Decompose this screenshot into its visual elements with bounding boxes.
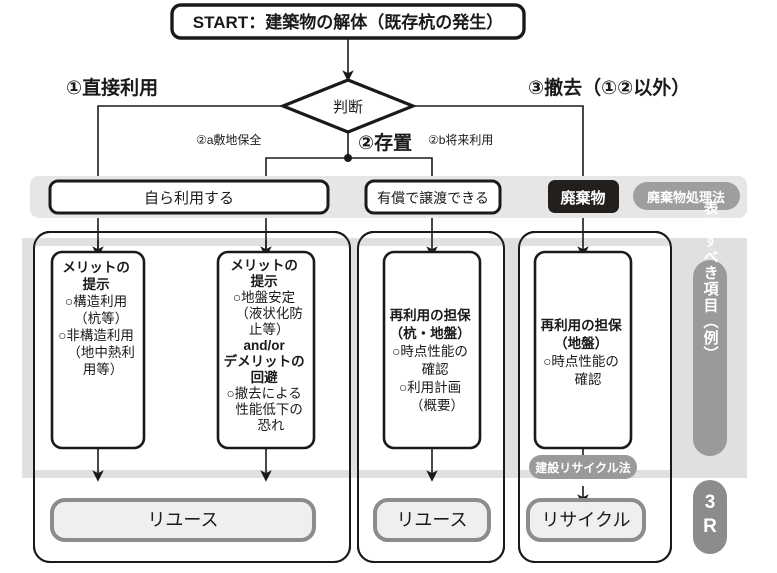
card-line: 確認 <box>575 372 603 387</box>
band-seg-bottom <box>22 470 747 478</box>
outcome-recycle[interactable]: リサイクル <box>526 498 646 542</box>
outcome-recycle-label: リサイクル <box>541 510 630 530</box>
card-line: 止等） <box>249 321 290 337</box>
branch-label-future-use: ②b将来利用 <box>428 133 493 147</box>
band-seg-1 <box>350 238 358 478</box>
card-line: 用等） <box>83 361 124 377</box>
card-line: ○時点性能の <box>392 344 468 359</box>
branch-label-direct-use: ①直接利用 <box>66 76 158 99</box>
card-reuse-guarantee-ground[interactable]: 再利用の担保 （地盤） ○時点性能の 確認 <box>533 250 633 450</box>
card-line: （液状化防 <box>235 306 303 321</box>
branch-label-retain: ②存置 <box>358 131 412 154</box>
svg-text:メリットの 提示 ○構造利用: メリットの 提示 ○構造利用 （杭等） ○非構造利用 （地中熱利 用等） <box>58 260 138 377</box>
svg-text:メリットの 提示 ○地盤安定: メリットの 提示 ○地盤安定 （液状化防 止等） and/or デメリットの 回… <box>224 258 309 433</box>
side-label-display-items-text: 表示すべき項目（例） <box>702 199 720 362</box>
tag-waste-disposal-law: 廃棄物処理法 <box>633 182 740 210</box>
band-seg-0 <box>22 238 34 478</box>
badge-3r: 3 R <box>693 480 727 554</box>
outcome-reuse-left[interactable]: リユース <box>50 498 316 542</box>
svg-text:再利用の担保 （杭・地盤） ○時点性: 再利用の担保 （杭・地盤） ○時点性能の 確認 ○利用計画 （概要） <box>390 307 475 413</box>
card-line: ○非構造利用 <box>58 328 134 343</box>
status-box-own-use[interactable]: 自ら利用する <box>48 179 330 215</box>
card-line: ○地盤安定 <box>233 290 295 305</box>
column-panel-right-edge <box>518 231 672 563</box>
outcome-reuse-mid-label: リユース <box>396 510 467 530</box>
branch-label-removal: ③撤去（①②以外） <box>528 76 690 99</box>
card-line: and/or <box>243 338 285 353</box>
tag-construction-recycle-law-label: 建設リサイクル法 <box>534 460 630 475</box>
card-line: 性能低下の <box>235 402 303 417</box>
branch-junction-dot <box>344 154 352 162</box>
card-line: ○利用計画 <box>399 380 461 395</box>
card-line: （概要） <box>410 398 464 413</box>
card-merit-demerit[interactable]: メリットの 提示 ○地盤安定 （液状化防 止等） and/or デメリットの 回… <box>216 250 316 450</box>
card-line: メリットの <box>230 258 298 273</box>
badge-3r-bottom: R <box>703 516 717 537</box>
column-panel-middle-edge <box>357 231 505 563</box>
tag-waste-disposal-law-label: 廃棄物処理法 <box>646 190 725 205</box>
card-line: （杭・地盤） <box>390 325 471 341</box>
svg-text:再利用の担保 （地盤） ○時点性能の: 再利用の担保 （地盤） ○時点性能の 確認 <box>541 317 626 387</box>
card-line: デメリットの <box>224 353 305 369</box>
status-box-transfer[interactable]: 有償で譲渡できる <box>364 179 502 215</box>
side-label-display-items: 表示すべき項目（例） <box>693 199 727 456</box>
card-line: 回避 <box>251 369 278 385</box>
card-line: 提示 <box>251 274 278 289</box>
card-line: ○構造利用 <box>65 294 127 309</box>
status-box-transfer-label: 有償で譲渡できる <box>377 190 489 206</box>
decision-diamond[interactable]: 判断 <box>278 78 418 134</box>
card-line: ○時点性能の <box>543 354 619 369</box>
status-box-waste[interactable]: 廃棄物 <box>548 180 619 213</box>
band-seg-top <box>22 238 747 246</box>
card-merit-direct[interactable]: メリットの 提示 ○構造利用 （杭等） ○非構造利用 （地中熱利 用等） <box>50 250 146 450</box>
card-line: メリットの <box>62 260 130 275</box>
card-line: 再利用の担保 <box>390 307 471 323</box>
status-box-own-use-label: 自ら利用する <box>144 190 234 207</box>
card-line: （杭等） <box>74 310 128 326</box>
card-line: ○撤去による <box>226 386 301 401</box>
start-box-label: START：建築物の解体（既存杭の発生） <box>193 12 503 32</box>
decision-label: 判断 <box>333 99 363 116</box>
card-line: 再利用の担保 <box>541 317 622 333</box>
column-panel-left-edge <box>33 231 351 563</box>
branch-label-site-preservation: ②a敷地保全 <box>196 132 261 147</box>
card-line: 確認 <box>422 362 449 377</box>
card-reuse-guarantee-pile[interactable]: 再利用の担保 （杭・地盤） ○時点性能の 確認 ○利用計画 （概要） <box>382 250 482 450</box>
card-line: 提示 <box>83 277 110 292</box>
outcome-reuse-mid[interactable]: リユース <box>373 498 491 542</box>
card-line: （地盤） <box>554 335 608 351</box>
card-line: 恐れ <box>258 418 285 433</box>
badge-3r-top: 3 <box>705 492 716 513</box>
tag-construction-recycle-law: 建設リサイクル法 <box>529 455 637 479</box>
outcome-reuse-left-label: リユース <box>147 510 218 530</box>
status-box-waste-label: 廃棄物 <box>560 189 605 207</box>
band-seg-2 <box>504 238 519 478</box>
card-line: （地中熱利 <box>67 345 135 360</box>
start-box[interactable]: START：建築物の解体（既存杭の発生） <box>170 3 526 40</box>
